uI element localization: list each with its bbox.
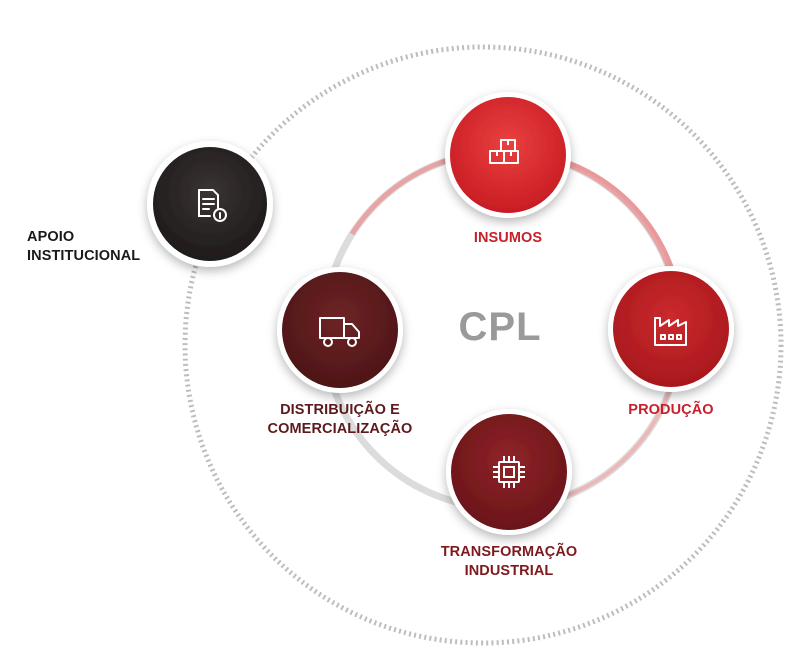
label-producao: PRODUÇÃO: [628, 402, 714, 418]
chip-icon: [493, 456, 525, 488]
factory-icon: [654, 317, 687, 346]
truck-icon: [319, 317, 360, 347]
boxes-icon: [489, 139, 519, 164]
node-transformacao[interactable]: [446, 409, 572, 535]
label-distribuicao: DISTRIBUIÇÃO E COMERCIALIZAÇÃO: [267, 402, 413, 437]
node-distribuicao[interactable]: [277, 267, 403, 393]
label-insumos: INSUMOS: [473, 230, 543, 246]
label-transformacao: TRANSFORMAÇÃO INDUSTRIAL: [440, 544, 578, 579]
document-info-icon: [198, 189, 227, 222]
label-apoio: APOIO INSTITUCIONAL: [27, 229, 141, 264]
node-insumos[interactable]: [445, 92, 571, 218]
center-label: CPL: [458, 305, 542, 349]
outer-dotted-ring: [182, 44, 784, 646]
node-producao[interactable]: [608, 266, 734, 392]
